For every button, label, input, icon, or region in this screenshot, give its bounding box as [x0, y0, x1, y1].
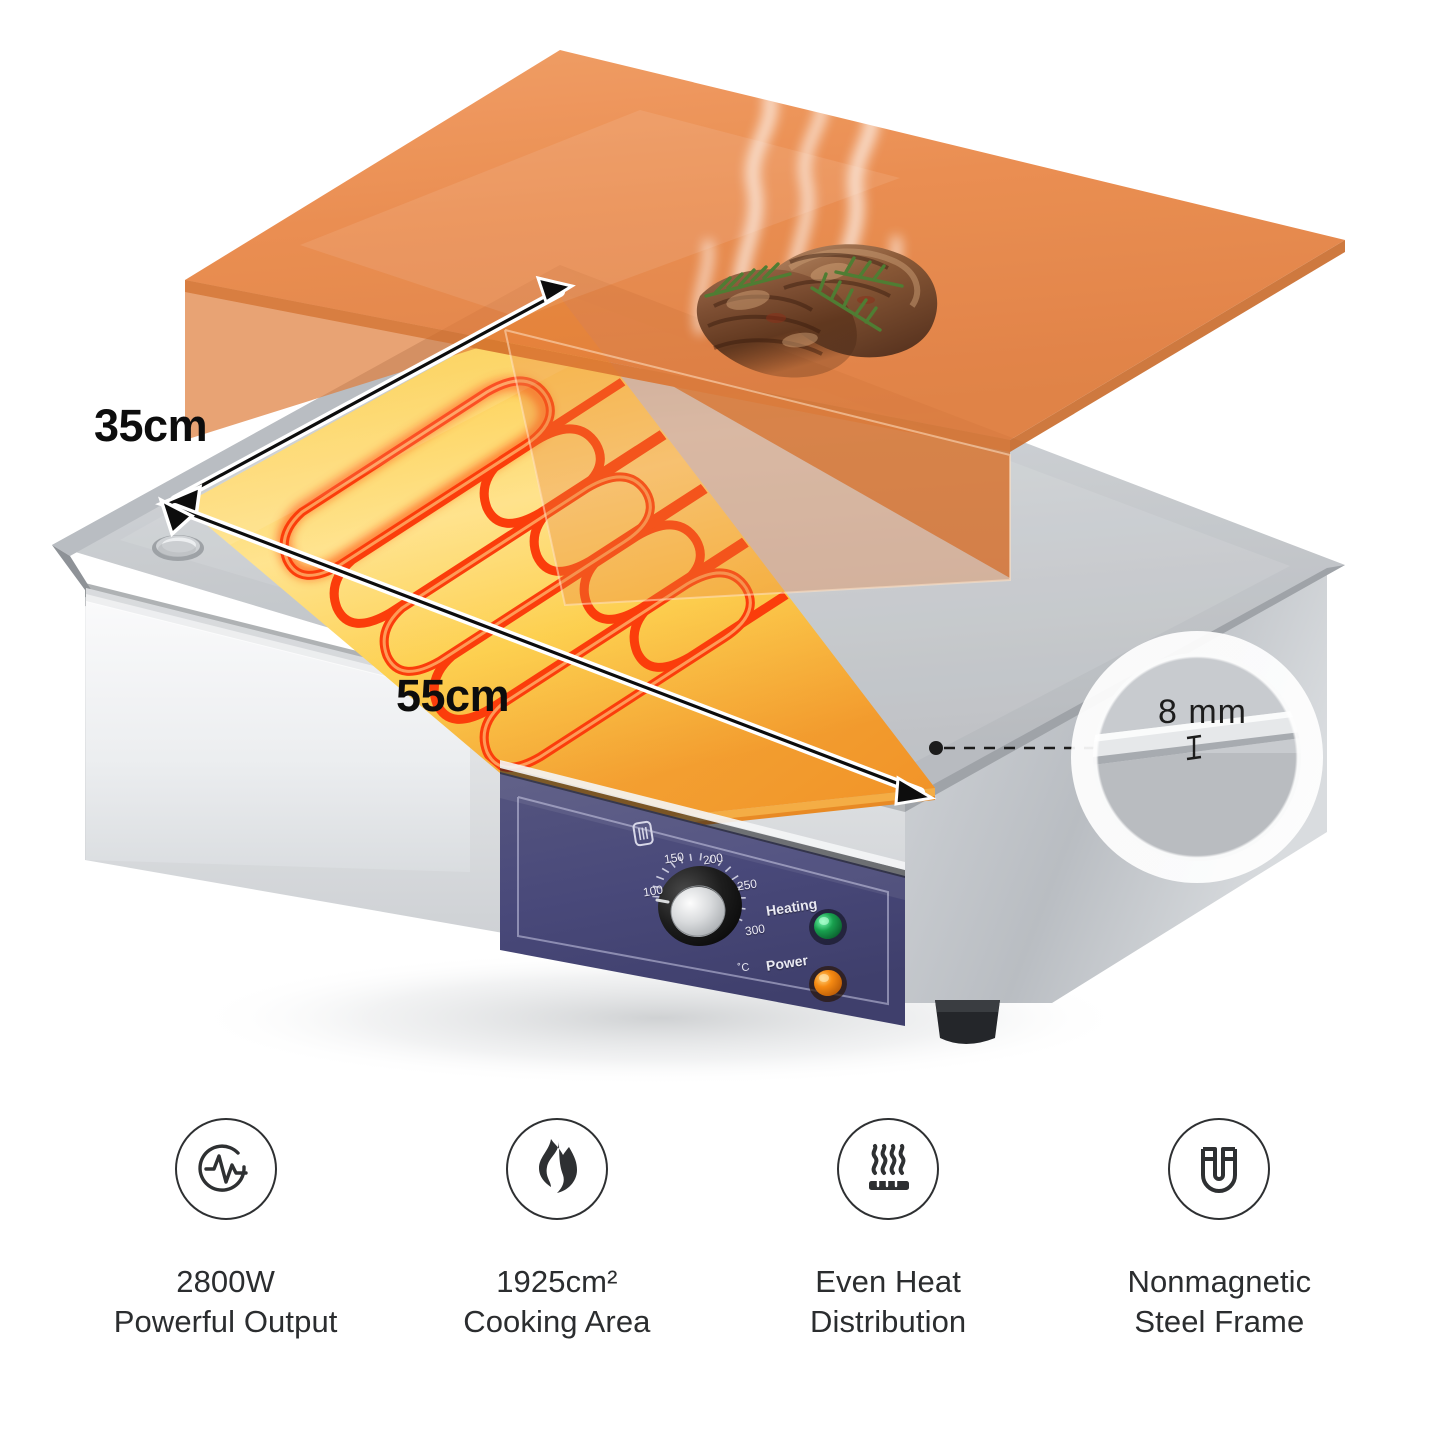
- feature-power-output: 2800W Powerful Output: [76, 1118, 376, 1343]
- power-output-icon: [174, 1118, 277, 1220]
- feature-line2: Steel Frame: [1134, 1304, 1305, 1340]
- feature-line2: Cooking Area: [463, 1304, 651, 1340]
- cooking-plate: [183, 297, 935, 840]
- arrow-width-55cm: [158, 496, 937, 806]
- dimension-label-depth: 35cm: [94, 400, 208, 451]
- dimension-label-thickness: 8 mm: [1158, 693, 1247, 731]
- feature-nonmagnetic-steel: Nonmagnetic Steel Frame: [1069, 1118, 1369, 1343]
- heating-indicator-led: [809, 908, 847, 946]
- grilled-steak: [696, 244, 938, 378]
- griddle-3d-render: [52, 50, 1345, 1086]
- flame-icon: [505, 1118, 608, 1220]
- product-illustration: 35cm 55cm 8 mm Heating Power ˚C 100 150 …: [52, 50, 1345, 1086]
- magnet-icon: [1168, 1118, 1271, 1220]
- control-panel[interactable]: [500, 772, 905, 1026]
- rosemary-garnish: [704, 256, 904, 332]
- feature-line1: Nonmagnetic: [1127, 1264, 1312, 1299]
- feature-cooking-area-text: 1925cm² Cooking Area: [463, 1262, 650, 1343]
- feature-even-heat: Even Heat Distribution: [738, 1118, 1038, 1343]
- feature-line1: Even Heat: [815, 1264, 961, 1299]
- deck-left-edge: [52, 545, 95, 596]
- feature-power-output-text: 2800W Powerful Output: [114, 1262, 338, 1343]
- translucent-orange-hood: [185, 50, 1345, 578]
- grease-drawer[interactable]: [86, 588, 470, 872]
- rubber-feet: [935, 1000, 1000, 1044]
- grease-drain-hole: [152, 535, 204, 561]
- griddle-plate-icon: [632, 820, 654, 847]
- hood-glass-pane: [504, 329, 1011, 607]
- feature-line1: 1925cm²: [496, 1264, 618, 1299]
- feature-nonmagnetic-steel-text: Nonmagnetic Steel Frame: [1127, 1262, 1311, 1343]
- feature-line1: 2800W: [176, 1264, 275, 1299]
- power-indicator-led: [809, 965, 847, 1003]
- panel-border-stripe: [517, 796, 889, 1006]
- heat-waves-icon: [837, 1118, 940, 1220]
- feature-cooking-area: 1925cm² Cooking Area: [407, 1118, 707, 1343]
- feature-line2: Distribution: [809, 1304, 967, 1340]
- hood-top-sheet: [185, 50, 1345, 440]
- thickness-callout-8mm: [929, 631, 1323, 883]
- feature-even-heat-text: Even Heat Distribution: [810, 1262, 966, 1343]
- dimension-label-width: 55cm: [396, 670, 510, 721]
- steak-front: [696, 269, 857, 378]
- feature-line2: Powerful Output: [113, 1304, 338, 1340]
- temperature-knob[interactable]: [652, 860, 747, 952]
- feature-strip: 2800W Powerful Output 1925cm² Cooking Ar…: [0, 1118, 1445, 1445]
